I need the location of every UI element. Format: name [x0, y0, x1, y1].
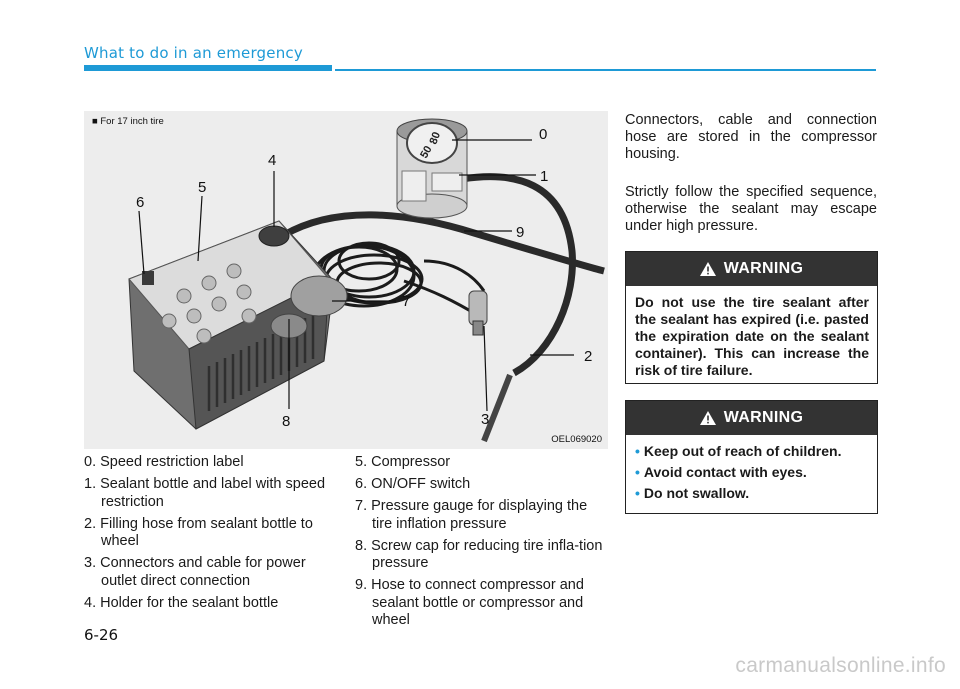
callout-2: 2 [584, 348, 592, 365]
legend-item: 2. Filling hose from sealant bottle to w… [84, 515, 313, 550]
watermark: carmanualsonline.info [735, 654, 946, 677]
section-header-title: What to do in an emergency [84, 44, 303, 62]
bullet-dot-icon: • [635, 443, 640, 459]
header-accent-bar [84, 65, 332, 71]
callout-3: 3 [481, 411, 489, 428]
callout-6: 6 [136, 194, 144, 211]
callout-5: 5 [198, 179, 206, 196]
warning-header: WARNING [626, 401, 877, 435]
component-legend-left: 0. Speed restriction label 1. Sealant bo… [84, 454, 336, 617]
warning-title: WARNING [723, 260, 804, 277]
legend-item: 6. ON/OFF switch [355, 476, 471, 492]
figure-tire-size-tag: ■ For 17 inch tire [92, 116, 164, 127]
legend-item: 7. Pressure gauge for displaying the tir… [355, 498, 588, 532]
warning-bullet: •Avoid contact with eyes. [635, 464, 807, 480]
gauge-mark-50: 50 [418, 144, 435, 161]
figure-code: OEL069020 [551, 434, 602, 445]
warning-bullet: •Do not swallow. [635, 485, 750, 501]
legend-item: 3. Connectors and cable for power outlet… [84, 555, 306, 589]
warning-triangle-icon [699, 411, 716, 425]
warning-triangle-icon [699, 262, 716, 276]
component-legend-right: 5. Compressor 6. ON/OFF switch 7. Pressu… [355, 454, 607, 634]
callout-1: 1 [540, 168, 548, 185]
bottle-holder [258, 225, 290, 247]
header-rule [335, 69, 876, 71]
warning-text: Do not use the tire sealant after the se… [635, 294, 869, 378]
legend-item: 0. Speed restriction label [84, 454, 244, 470]
page-number: 6-26 [84, 626, 119, 644]
warning-box-expiry: WARNING Do not use the tire sealant afte… [625, 251, 878, 384]
legend-item: 8. Screw cap for reducing tire infla-tio… [355, 537, 603, 572]
compressor-housing [128, 220, 348, 430]
callout-9: 9 [516, 224, 524, 241]
tire-repair-kit-illustration: 80 50 [84, 111, 608, 449]
bullet-dot-icon: • [635, 485, 640, 501]
compressor-kit-drawing: 80 50 [128, 118, 605, 443]
warning-bullet: •Keep out of reach of children. [635, 443, 842, 459]
sealant-bottle: 80 50 [396, 118, 468, 219]
callout-7: 7 [402, 293, 410, 310]
legend-item: 4. Holder for the sealant bottle [84, 594, 279, 611]
callout-4: 4 [268, 152, 276, 169]
callout-0: 0 [539, 126, 547, 143]
warning-list: •Keep out of reach of children. •Avoid c… [626, 435, 877, 502]
gauge-mark-80: 80 [428, 130, 443, 146]
power-connector [468, 290, 488, 336]
pressure-gauge [290, 275, 348, 317]
legend-item: 9. Hose to connect compressor and sealan… [355, 577, 584, 628]
warning-box-safety: WARNING •Keep out of reach of children. … [625, 400, 878, 514]
storage-paragraph: Connectors, cable and connection hose ar… [625, 112, 877, 162]
filling-hose [461, 173, 576, 377]
bullet-dot-icon: • [635, 464, 640, 480]
legend-item: 5. Compressor [355, 454, 451, 470]
on-off-switch [142, 271, 154, 285]
legend-item: 1. Sealant bottle and label with speed r… [84, 476, 326, 510]
sequence-paragraph: Strictly follow the specified sequence, … [625, 184, 877, 234]
warning-title: WARNING [723, 409, 804, 426]
callout-8: 8 [282, 413, 290, 430]
warning-header: WARNING [626, 252, 877, 286]
